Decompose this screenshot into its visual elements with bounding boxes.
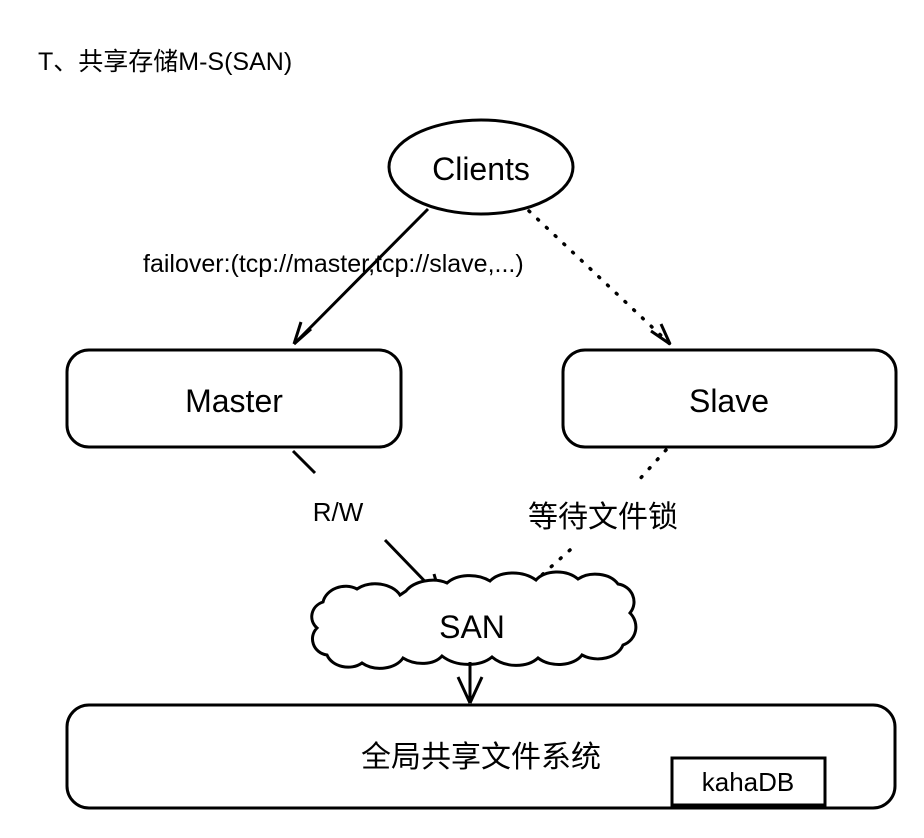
edge-clients-to-master-line: [292, 207, 430, 346]
page-title: T、共享存储M-S(SAN): [38, 48, 292, 76]
edge-clients-to-slave-arrowhead: [650, 323, 672, 346]
edge-clients-to-master: [292, 207, 430, 346]
edge-clients-to-master-arrowhead: [292, 321, 312, 346]
node-clients[interactable]: Clients: [387, 118, 575, 216]
node-kahadb-shape[interactable]: [670, 756, 827, 807]
node-slave-label: Slave: [689, 383, 769, 419]
node-master[interactable]: Master: [65, 348, 403, 449]
edge-san-to-filesystem: [456, 662, 484, 704]
node-san-label: SAN: [439, 609, 505, 645]
edge-label-rw: R/W: [313, 497, 364, 527]
edge-clients-to-slave: [527, 209, 672, 346]
node-filesystem-label: 全局共享文件系统: [361, 741, 601, 774]
node-kahadb-label: kahaDB: [702, 767, 795, 797]
node-san[interactable]: SAN: [310, 570, 638, 670]
node-clients-shape[interactable]: [387, 118, 575, 216]
edge-master-to-san-stub: [291, 449, 317, 475]
node-kahadb[interactable]: kahaDB: [670, 756, 827, 807]
edge-clients-to-slave-line: [527, 209, 672, 346]
edge-slave-to-san-stub: [636, 448, 668, 483]
node-master-label: Master: [185, 383, 283, 419]
node-master-shape[interactable]: [65, 348, 403, 449]
edge-label-wait-file-lock: 等待文件锁: [528, 501, 678, 534]
node-slave-shape[interactable]: [561, 348, 898, 449]
node-slave[interactable]: Slave: [561, 348, 898, 449]
node-san-shape[interactable]: [310, 570, 638, 670]
edge-san-to-filesystem-arrowhead: [456, 676, 484, 704]
node-clients-label: Clients: [432, 151, 530, 187]
edge-label-failover: failover:(tcp://master,tcp://slave,...): [143, 250, 524, 278]
